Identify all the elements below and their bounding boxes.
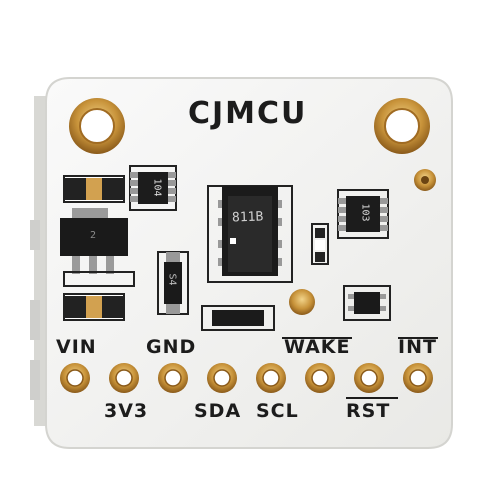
resistor-array-right-marking: 103 [359, 203, 371, 222]
pin-label-wake: WAKE [284, 336, 351, 358]
resistor-array-right [337, 189, 389, 239]
voltage-regulator [60, 208, 135, 287]
header-pad-4 [207, 363, 237, 393]
header-pad-1 [60, 363, 90, 393]
diode [157, 251, 189, 315]
header-pad-5 [256, 363, 286, 393]
header-pad-3 [158, 363, 188, 393]
diode-marking: S4 [166, 273, 178, 286]
capacitor-bottom-left [63, 293, 125, 321]
capacitor-top-left [63, 175, 125, 203]
resistor-array-left [129, 165, 177, 211]
capacitor-center [201, 305, 275, 331]
pin-label-gnd: GND [146, 336, 197, 358]
regulator-marking: 2 [90, 230, 97, 241]
mounting-hole-left [69, 98, 125, 154]
resistor-array-left-marking: 104 [151, 178, 163, 197]
pin-label-vin: VIN [56, 336, 97, 358]
transistor [343, 285, 391, 321]
pin-label-rst: RST [346, 400, 391, 422]
header-pad-2 [109, 363, 139, 393]
test-pad [289, 289, 315, 315]
resistor-small [311, 223, 329, 265]
pin-label-3v3: 3V3 [104, 400, 149, 422]
header-pads [60, 363, 433, 393]
header-pad-6 [305, 363, 335, 393]
header-pad-7 [354, 363, 384, 393]
pin-label-int: INT [398, 336, 437, 358]
mounting-hole-right [374, 98, 430, 154]
pin-label-sda: SDA [194, 400, 242, 422]
sensor-chip [207, 185, 293, 283]
header-pad-8 [403, 363, 433, 393]
sensor-chip-marking: 811B [231, 209, 264, 226]
pin-label-scl: SCL [256, 400, 299, 422]
brand-label: CJMCU [188, 96, 308, 131]
